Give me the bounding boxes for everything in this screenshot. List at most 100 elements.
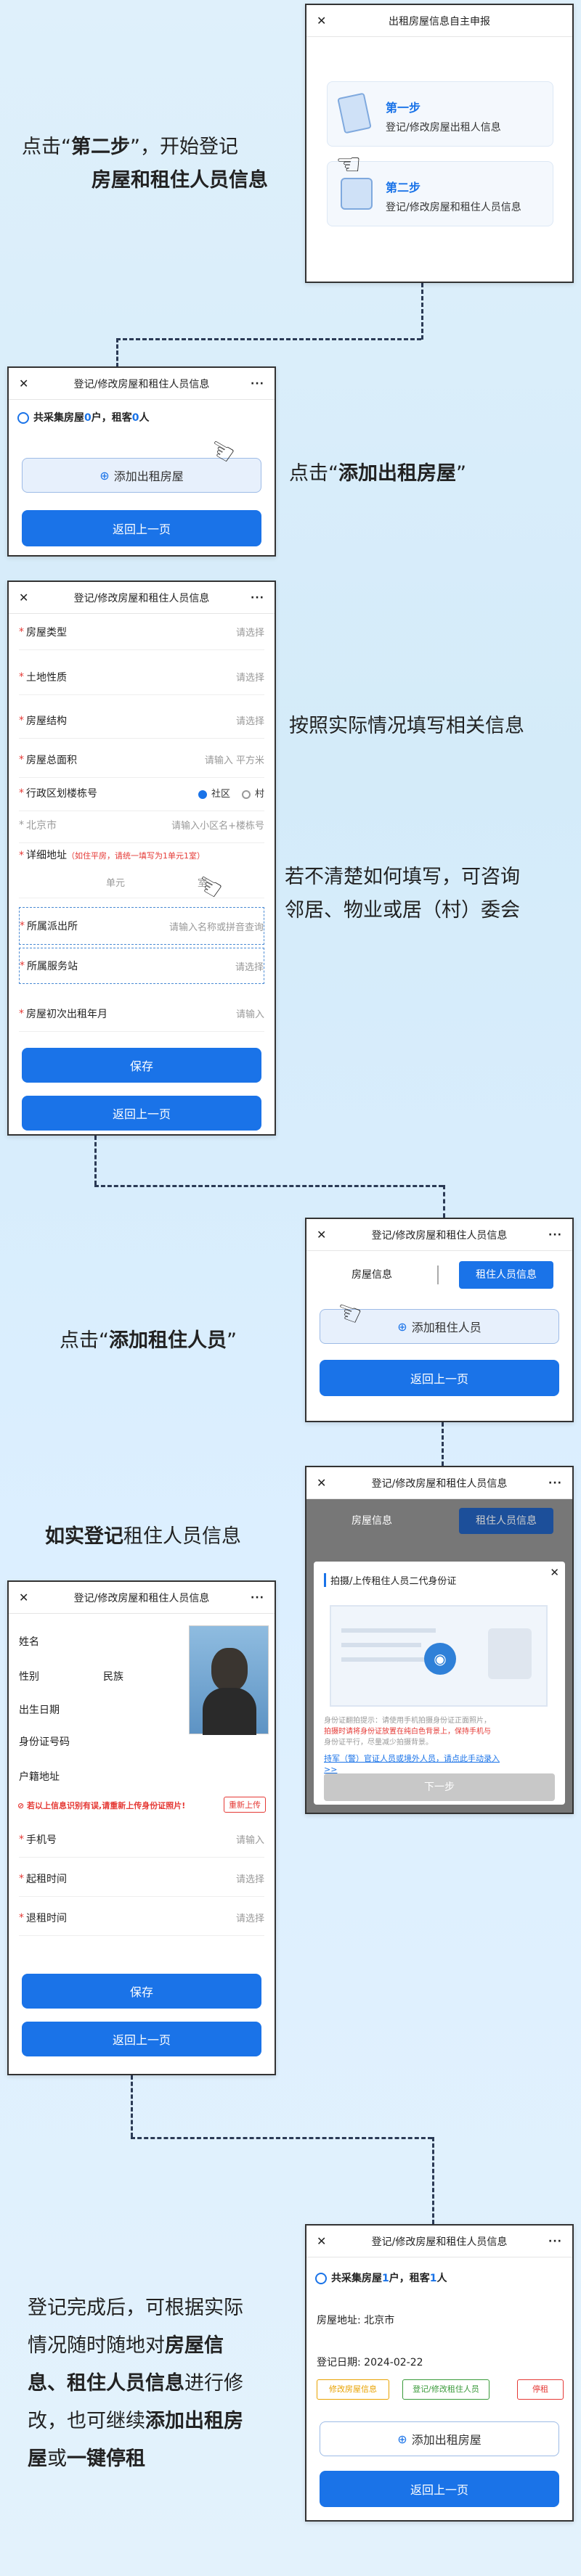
- field-service[interactable]: *所属服务站请选择: [19, 948, 264, 984]
- connector: [94, 1185, 443, 1187]
- caption-add-house: 点击“添加出租房屋”: [289, 462, 466, 485]
- location-icon: [17, 412, 29, 424]
- close-modal-icon[interactable]: ✕: [550, 1566, 559, 1579]
- tab-person-info[interactable]: 租住人员信息: [459, 1261, 553, 1289]
- back-button[interactable]: 返回上一页: [320, 2471, 559, 2507]
- close-icon[interactable]: ✕: [317, 1476, 327, 1490]
- more-icon[interactable]: ···: [251, 1591, 264, 1604]
- summary: 共采集房屋0户，租客0人: [17, 410, 150, 424]
- save-button[interactable]: 保存: [22, 1974, 261, 2009]
- next-button[interactable]: 下一步: [324, 1773, 555, 1801]
- field-structure[interactable]: *房屋结构请选择: [19, 702, 264, 739]
- more-icon[interactable]: ···: [548, 1228, 562, 1241]
- plus-icon: ⊕: [99, 468, 110, 483]
- connector: [94, 1136, 97, 1185]
- close-icon[interactable]: ✕: [317, 14, 327, 28]
- upload-tips: 身份证翻拍提示：请使用手机拍摄身份证正面照片， 拍摄时请将身份证放置在纯白色背景…: [324, 1717, 491, 1747]
- more-icon[interactable]: ···: [251, 591, 264, 604]
- add-person-button[interactable]: ⊕添加租住人员: [320, 1309, 559, 1344]
- close-icon[interactable]: ✕: [19, 377, 29, 390]
- field-start-date[interactable]: *起租时间请选择: [19, 1861, 264, 1897]
- register-date: 登记日期: 2024-02-22: [317, 2357, 423, 2368]
- screen-declare: ✕ 出租房屋信息自主申报 第一步 登记/修改房屋出租人信息 第二步 登记/修改房屋…: [305, 4, 574, 283]
- avatar-placeholder-icon: [488, 1628, 532, 1679]
- id-card-upload[interactable]: ◉: [330, 1605, 548, 1707]
- id-photo: [189, 1625, 269, 1735]
- field-district[interactable]: *行政区划楼栋号社区村: [19, 775, 264, 811]
- plus-icon: ⊕: [397, 1319, 407, 1334]
- recognition-warning: ⊘ 若以上信息识别有误,请重新上传身份证照片!: [17, 1801, 186, 1810]
- connector: [443, 1185, 445, 1218]
- house-icon: [341, 178, 373, 210]
- screen-title: 登记/修改房屋和租住人员信息: [371, 2236, 508, 2248]
- close-icon[interactable]: ✕: [317, 1228, 327, 1242]
- field-phone[interactable]: *手机号请输入: [19, 1821, 264, 1858]
- screen-house-form: ✕ 登记/修改房屋和租住人员信息 ··· *房屋类型请选择 *土地性质请选择 *房屋…: [7, 581, 276, 1136]
- close-icon[interactable]: ✕: [19, 591, 29, 604]
- connector: [131, 2075, 133, 2137]
- more-icon[interactable]: ···: [548, 2235, 562, 2247]
- camera-icon[interactable]: ◉: [424, 1643, 456, 1675]
- screen-title: 登记/修改房屋和租住人员信息: [371, 1477, 508, 1490]
- caption-finish: 登记完成后，可根据实际情况随时随地对房屋信息、租住人员信息进行修改，也可继续添加…: [28, 2297, 243, 2470]
- field-year[interactable]: *房屋初次出租年月请输入: [19, 996, 264, 1032]
- field-area[interactable]: *房屋总面积请输入 平方米: [19, 742, 264, 778]
- screen-title: 出租房屋信息自主申报: [389, 15, 490, 28]
- add-house-button[interactable]: ⊕添加出租房屋: [22, 458, 261, 493]
- label-birth: 出生日期: [19, 1705, 60, 1716]
- label-id: 身份证号码: [19, 1736, 70, 1748]
- back-button[interactable]: 返回上一页: [22, 2022, 261, 2056]
- step2-desc: 登记/修改房屋和租住人员信息: [386, 202, 521, 213]
- add-house-button[interactable]: ⊕添加出租房屋: [320, 2421, 559, 2456]
- screen-title: 登记/修改房屋和租住人员信息: [73, 592, 210, 604]
- label-gender: 性别: [19, 1671, 39, 1683]
- screen-person-form: ✕登记/修改房屋和租住人员信息··· 姓名 性别 民族 出生日期 身份证号码 户…: [7, 1580, 276, 2075]
- close-icon[interactable]: ✕: [317, 2234, 327, 2248]
- connector: [116, 338, 421, 340]
- edit-house-button[interactable]: 修改房屋信息: [317, 2379, 389, 2400]
- label-name: 姓名: [19, 1636, 39, 1648]
- more-icon[interactable]: ···: [548, 1477, 562, 1489]
- screen-title: 登记/修改房屋和租住人员信息: [73, 378, 210, 390]
- tab-house-info[interactable]: 房屋信息: [352, 1515, 392, 1527]
- connector: [116, 338, 118, 367]
- more-icon[interactable]: ···: [251, 377, 264, 390]
- step2-card[interactable]: 第二步 登记/修改房屋和租住人员信息: [327, 161, 553, 226]
- field-building[interactable]: *北京市请输入小区名+楼栋号: [19, 807, 264, 843]
- field-address[interactable]: *详细地址（如住平房，请统一填写为1单元1室） 单元室: [19, 848, 264, 898]
- screen-house-list-empty: ✕登记/修改房屋和租住人员信息··· 共采集房屋0户，租客0人 ⊕添加出租房屋 …: [7, 366, 276, 557]
- field-house-type[interactable]: *房屋类型请选择: [19, 614, 264, 650]
- label-address: 户籍地址: [19, 1771, 60, 1783]
- save-button[interactable]: 保存: [22, 1048, 261, 1083]
- stop-rent-button[interactable]: 停租: [517, 2379, 564, 2400]
- manual-entry-link[interactable]: 持军（警）官证人员或境外人员，请点此手动录入>>: [324, 1754, 500, 1774]
- screen-house-list-done: ✕ 登记/修改房屋和租住人员信息 ··· 共采集房屋1户，租客1人 房屋地址: 北京…: [305, 2224, 574, 2522]
- field-police[interactable]: *所属派出所请输入名称或拼音查询: [19, 907, 264, 945]
- step2-label: 第二步: [386, 181, 421, 194]
- back-button[interactable]: 返回上一页: [320, 1360, 559, 1396]
- back-button[interactable]: 返回上一页: [22, 1096, 261, 1131]
- tab-divider: [437, 1266, 439, 1284]
- tab-house-info[interactable]: 房屋信息: [352, 1269, 392, 1281]
- location-icon: [315, 2273, 327, 2284]
- tab-person-info[interactable]: 租住人员信息: [459, 1508, 553, 1534]
- caption-consult: 若不清楚如何填写，可咨询邻居、物业或居（村）委会: [285, 866, 520, 922]
- close-icon[interactable]: ✕: [19, 1591, 29, 1604]
- summary: 共采集房屋1户，租客1人: [315, 2271, 447, 2285]
- edit-person-button[interactable]: 登记/修改租住人员: [402, 2379, 489, 2400]
- label-ethnic: 民族: [103, 1671, 123, 1683]
- field-land-type[interactable]: *土地性质请选择: [19, 659, 264, 695]
- caption-step2: 点击“第二步”，开始登记 房屋和租住人员信息: [22, 136, 268, 192]
- house-address: 房屋地址: 北京市: [317, 2315, 395, 2326]
- caption-fill-info: 按照实际情况填写相关信息: [289, 715, 524, 737]
- connector: [421, 283, 423, 340]
- caption-register-person: 如实登记租住人员信息: [45, 1525, 241, 1548]
- step1-desc: 登记/修改房屋出租人信息: [386, 122, 501, 134]
- step1-card[interactable]: 第一步 登记/修改房屋出租人信息: [327, 81, 553, 147]
- screen-tabs: ✕ 登记/修改房屋和租住人员信息 ··· 房屋信息 租住人员信息 ⊕添加租住人员 返…: [305, 1218, 574, 1422]
- hand-pointer-icon: ☜: [336, 148, 362, 181]
- back-button[interactable]: 返回上一页: [22, 510, 261, 546]
- screen-title: 登记/修改房屋和租住人员信息: [371, 1229, 508, 1242]
- reupload-button[interactable]: 重新上传: [224, 1797, 266, 1813]
- field-end-date[interactable]: *退租时间请选择: [19, 1900, 264, 1936]
